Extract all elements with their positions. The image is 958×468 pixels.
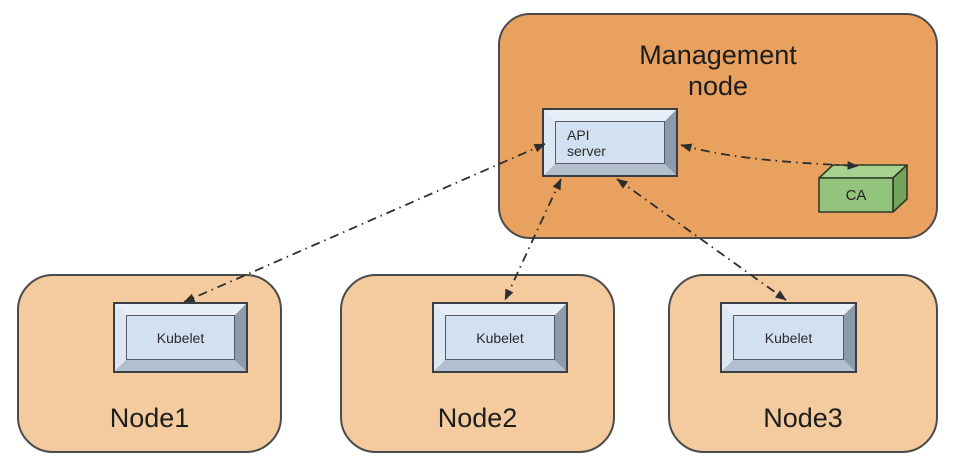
node1-kubelet-box: Kubelet <box>113 302 248 373</box>
node2-kubelet-bevel: Kubelet <box>434 304 566 371</box>
api-server-box: API server <box>542 108 678 177</box>
node3-kubelet-box: Kubelet <box>720 302 857 373</box>
node2-kubelet-box: Kubelet <box>432 302 568 373</box>
node1-kubelet-label: Kubelet <box>156 329 205 346</box>
management-node-group: Management node API server CA <box>498 13 938 239</box>
ca-box: CA <box>818 164 908 213</box>
api-server-face: API server <box>555 121 665 164</box>
node2-kubelet-label: Kubelet <box>476 329 524 346</box>
ca-label: CA <box>846 187 867 204</box>
node2-kubelet-face: Kubelet <box>445 315 555 360</box>
node2-label: Node2 <box>437 403 518 433</box>
node2-group: Kubelet Node2 <box>340 274 615 453</box>
node1-kubelet-face: Kubelet <box>126 315 235 360</box>
node3-group: Kubelet Node3 <box>668 274 938 453</box>
api-server-bevel: API server <box>544 110 676 175</box>
management-node-label: Management node <box>639 40 797 101</box>
node3-kubelet-face: Kubelet <box>733 315 844 360</box>
node3-label: Node3 <box>763 403 843 433</box>
node3-kubelet-bevel: Kubelet <box>722 304 855 371</box>
node1-group: Kubelet Node1 <box>17 274 282 453</box>
api-server-label: API server <box>567 126 606 159</box>
ca-box-top-face <box>818 164 908 179</box>
ca-box-front-face <box>818 177 894 213</box>
node3-kubelet-label: Kubelet <box>764 329 813 346</box>
node1-label: Node1 <box>109 403 190 433</box>
node1-kubelet-bevel: Kubelet <box>115 304 246 371</box>
